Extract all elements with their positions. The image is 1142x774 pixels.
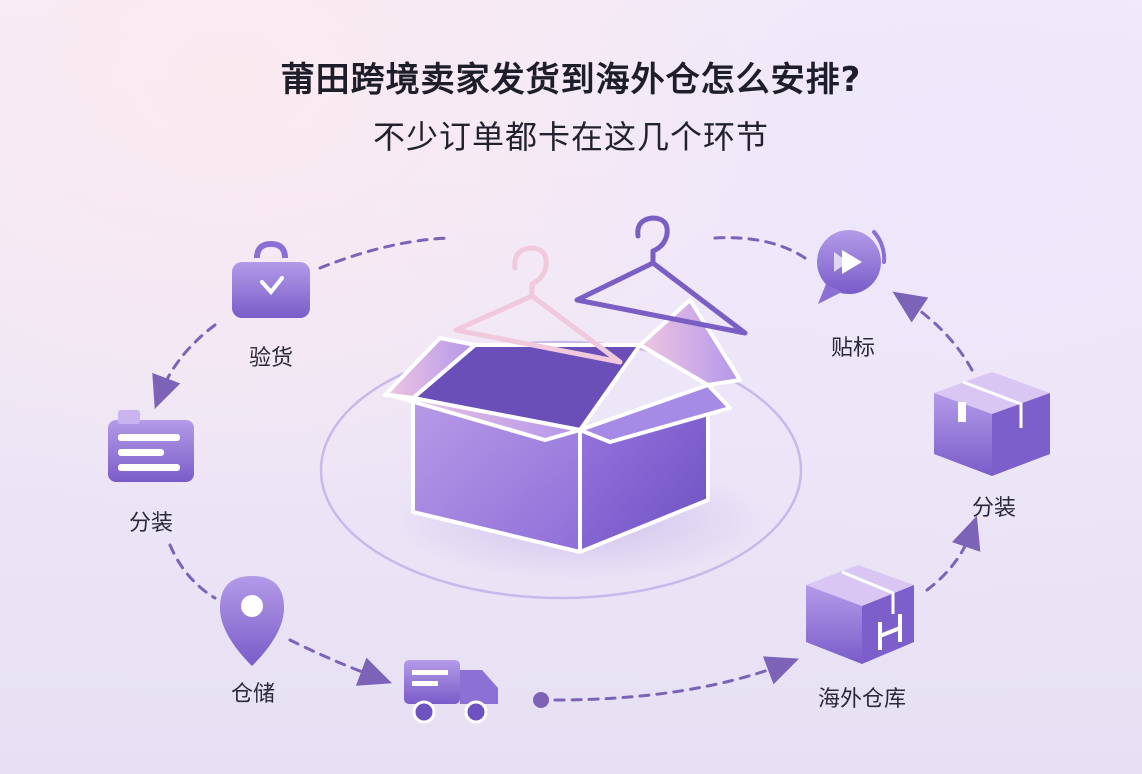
label-chat-icon — [817, 230, 887, 304]
parcel-box-icon — [934, 372, 1050, 476]
shopping-bag-icon — [232, 240, 310, 318]
central-box-icon — [383, 298, 742, 554]
step-label-storage: 仓储 — [230, 682, 275, 707]
location-pin-icon — [220, 576, 284, 666]
page-subtitle: 不少订单都卡在这几个环节 — [372, 118, 769, 156]
step-label-inspect: 验货 — [248, 346, 293, 371]
hanger-icon-left — [453, 245, 623, 365]
center-ring — [319, 340, 803, 600]
flow-start-dot — [533, 692, 549, 708]
hanger-icon-right — [574, 215, 748, 336]
page-title: 莆田跨境卖家发货到海外仓怎么安排? — [280, 60, 862, 100]
delivery-truck-icon — [404, 660, 498, 724]
step-label-pack-right: 分装 — [971, 496, 1016, 521]
step-label-label: 贴标 — [830, 336, 875, 361]
step-label-overseas: 海外仓库 — [817, 687, 906, 712]
step-label-pack-left: 分装 — [128, 511, 173, 536]
list-card-icon — [108, 410, 194, 482]
warehouse-box-icon — [806, 565, 914, 664]
flow-arrows — [152, 236, 981, 702]
